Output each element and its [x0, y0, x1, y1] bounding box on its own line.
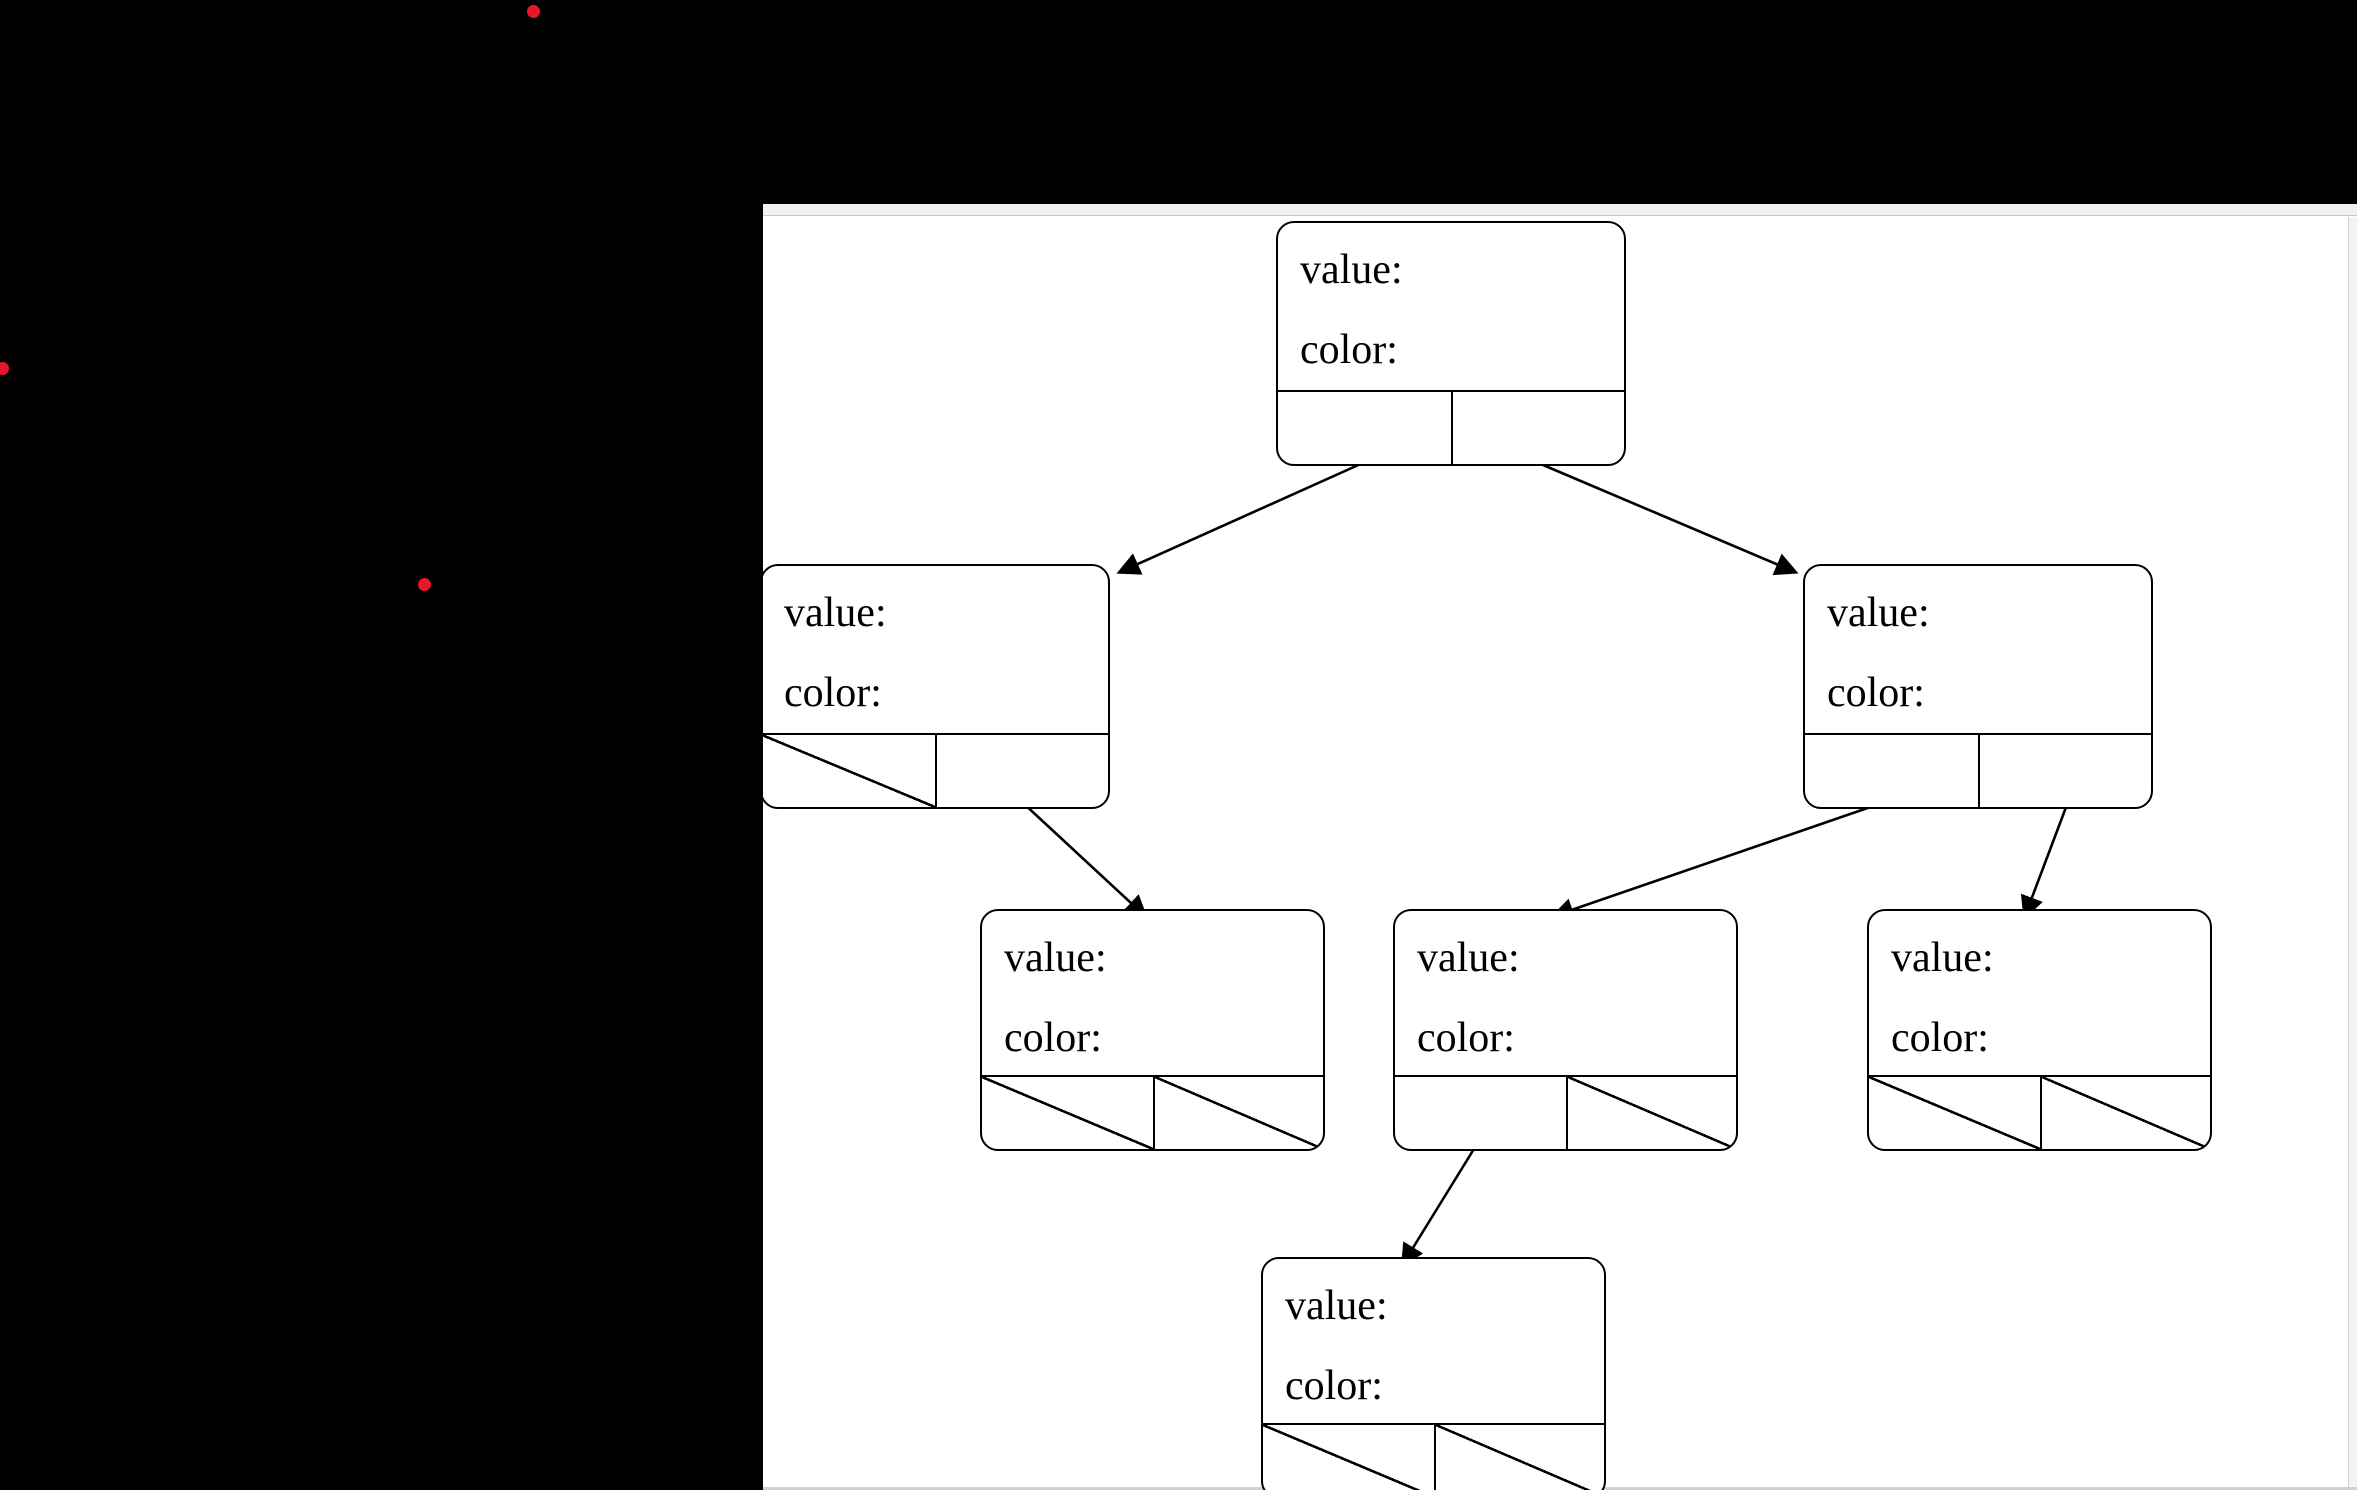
node-pointer-row	[982, 1075, 1323, 1149]
node-color-label: color:	[1827, 670, 1925, 716]
node-color-label: color:	[784, 670, 882, 716]
left-child-node[interactable]: value: color:	[763, 564, 1110, 809]
node-fields: value: color:	[982, 911, 1323, 1075]
edge-right-child-to-right-grandchild	[2020, 801, 2070, 920]
node-color-label: color:	[1285, 1363, 1383, 1409]
tree-diagram: value: color: value: color:	[763, 204, 2357, 1490]
panel-top-strip	[763, 204, 2357, 216]
red-dot-top	[527, 5, 540, 18]
left-pointer-cell-null[interactable]	[1263, 1425, 1434, 1490]
node-color-label: color:	[1891, 1015, 1989, 1061]
deepest-leaf-node[interactable]: value: color:	[1261, 1257, 1606, 1490]
left-pointer-cell[interactable]	[1805, 735, 1978, 807]
right-subtree-inner-node[interactable]: value: color:	[1393, 909, 1738, 1151]
edge-left-child-to-grandchild	[1021, 801, 1148, 919]
left-pointer-cell[interactable]	[1278, 392, 1451, 464]
node-fields: value: color:	[1278, 223, 1624, 390]
red-dot-middle	[418, 578, 431, 591]
left-pointer-cell[interactable]	[1395, 1077, 1566, 1149]
node-value-label: value:	[1827, 590, 1930, 636]
left-pointer-cell-null[interactable]	[1869, 1077, 2040, 1149]
node-pointer-row	[1805, 733, 2151, 807]
edge-inner-node-to-deepest	[1400, 1143, 1479, 1268]
node-pointer-row	[1395, 1075, 1736, 1149]
node-pointer-row	[763, 733, 1108, 807]
node-pointer-row	[1278, 390, 1624, 464]
node-fields: value: color:	[763, 566, 1108, 733]
right-child-node[interactable]: value: color:	[1803, 564, 2153, 809]
right-pointer-cell[interactable]	[1451, 392, 1624, 464]
edge-layer	[1021, 460, 2070, 1268]
edge-right-child-to-left-grandchild	[1550, 800, 1886, 921]
node-value-label: value:	[784, 590, 887, 636]
right-pointer-cell-null[interactable]	[1433, 1425, 1605, 1490]
edge-root-to-left-child	[1116, 460, 1366, 575]
right-pointer-cell-null[interactable]	[1152, 1077, 1324, 1149]
left-subtree-leaf-node[interactable]: value: color:	[980, 909, 1325, 1151]
node-color-label: color:	[1300, 327, 1398, 373]
node-fields: value: color:	[1805, 566, 2151, 733]
right-pointer-cell[interactable]	[1978, 735, 2151, 807]
node-value-label: value:	[1891, 935, 1994, 981]
left-pointer-cell-null[interactable]	[982, 1077, 1153, 1149]
left-pointer-cell-null[interactable]	[763, 735, 935, 807]
node-pointer-row	[1869, 1075, 2210, 1149]
node-value-label: value:	[1004, 935, 1107, 981]
node-color-label: color:	[1004, 1015, 1102, 1061]
diagram-canvas-panel[interactable]: value: color: value: color:	[763, 204, 2357, 1490]
node-fields: value: color:	[1263, 1259, 1604, 1423]
node-color-label: color:	[1417, 1015, 1515, 1061]
right-pointer-cell[interactable]	[935, 735, 1108, 807]
vertical-scrollbar[interactable]	[2348, 217, 2357, 1490]
right-pointer-cell-null[interactable]	[1565, 1077, 1737, 1149]
node-value-label: value:	[1285, 1283, 1388, 1329]
node-value-label: value:	[1417, 935, 1520, 981]
edge-root-to-right-child	[1535, 460, 1799, 576]
node-fields: value: color:	[1395, 911, 1736, 1075]
red-dot-left	[0, 362, 9, 375]
right-pointer-cell-null[interactable]	[2039, 1077, 2211, 1149]
node-fields: value: color:	[1869, 911, 2210, 1075]
root-node[interactable]: value: color:	[1276, 221, 1626, 466]
node-value-label: value:	[1300, 247, 1403, 293]
right-subtree-leaf-node[interactable]: value: color:	[1867, 909, 2212, 1151]
node-pointer-row	[1263, 1423, 1604, 1490]
